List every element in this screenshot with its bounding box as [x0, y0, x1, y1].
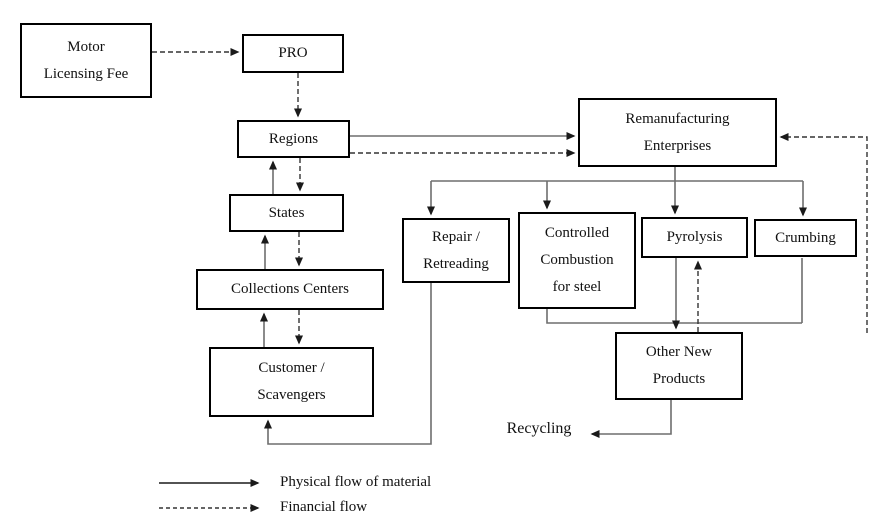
- node-motor-licensing-fee: Motor Licensing Fee: [20, 23, 152, 98]
- node-pyrolysis: Pyrolysis: [641, 217, 748, 258]
- node-customer-scavengers: Customer / Scavengers: [209, 347, 374, 417]
- dashed-arrow-icon: [159, 503, 260, 512]
- edge-remanufacturing-manifold: [431, 167, 803, 182]
- node-remanufacturing-enterprises: Remanufacturing Enterprises: [578, 98, 777, 167]
- node-regions: Regions: [237, 120, 350, 158]
- node-crumbing: Crumbing: [754, 219, 857, 257]
- node-collections-centers: Collections Centers: [196, 269, 384, 310]
- edge-right-return-to-remanufacturing: [779, 133, 868, 333]
- legend-row-financial: Financial flow: [158, 495, 431, 520]
- edge-othernew-to-recycling: [590, 400, 672, 438]
- node-other-new-products: Other New Products: [615, 332, 743, 400]
- legend-row-physical: Physical flow of material: [158, 470, 431, 495]
- node-states: States: [229, 194, 344, 232]
- solid-arrow-icon: [159, 478, 260, 487]
- recycling-label: Recycling: [506, 420, 572, 437]
- edge-combustion-to-merge: [546, 258, 803, 324]
- legend-label-financial: Financial flow: [280, 499, 368, 515]
- node-repair-retreading: Repair / Retreading: [402, 218, 510, 283]
- node-pro: PRO: [242, 34, 344, 73]
- node-controlled-combustion: Controlled Combustion for steel: [518, 212, 636, 309]
- legend-label-physical: Physical flow of material: [280, 474, 432, 490]
- legend: Physical flow of material Financial flow: [158, 470, 431, 520]
- edge-repair-to-customer: [264, 283, 432, 445]
